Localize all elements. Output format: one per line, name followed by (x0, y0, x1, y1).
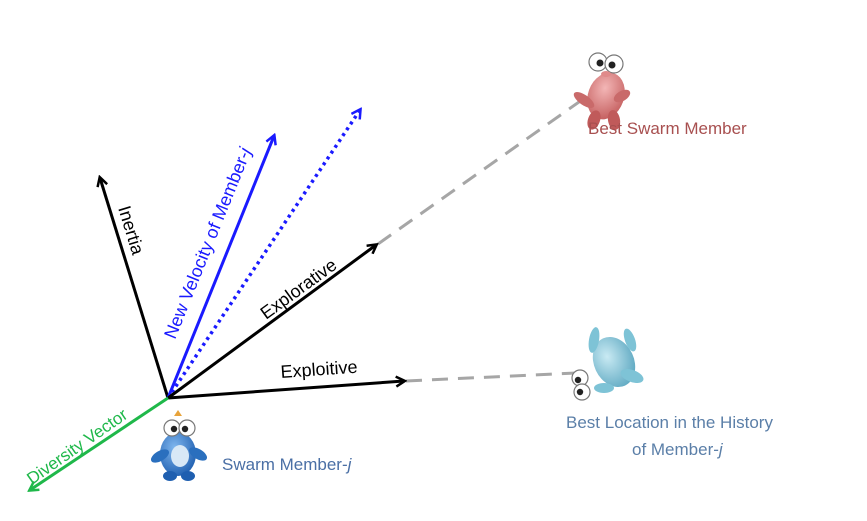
swarm-member-label: Swarm Member-j (222, 455, 353, 474)
new-velocity-arrow (166, 136, 274, 399)
best-swarm-member-label: Best Swarm Member (588, 119, 747, 138)
diversity-vector-label: Diversity Vector (23, 405, 131, 488)
best-location-label-line1: Best Location in the History (566, 413, 773, 432)
dashed-guide-to-best-location (405, 371, 577, 383)
explorative-arrow (167, 245, 376, 400)
exploitive-label: Exploitive (280, 357, 358, 382)
inertia-arrow (100, 178, 170, 399)
exploitive-arrow (167, 381, 404, 400)
explorative-label: Explorative (257, 255, 341, 324)
light-blue-cartoon-creature-icon (571, 327, 644, 401)
best-location-label-line2: of Member-j (632, 440, 724, 459)
red-cartoon-creature-icon (573, 52, 631, 130)
inertia-label: Inertia (114, 203, 148, 258)
blue-cartoon-creature-icon (150, 410, 208, 481)
dotted-velocity-arrow (166, 110, 360, 399)
dashed-guide-to-best-swarm-member (377, 95, 587, 246)
diversity-vector-arrow (30, 396, 169, 490)
new-velocity-label: New Velocity of Member-j (160, 144, 255, 342)
